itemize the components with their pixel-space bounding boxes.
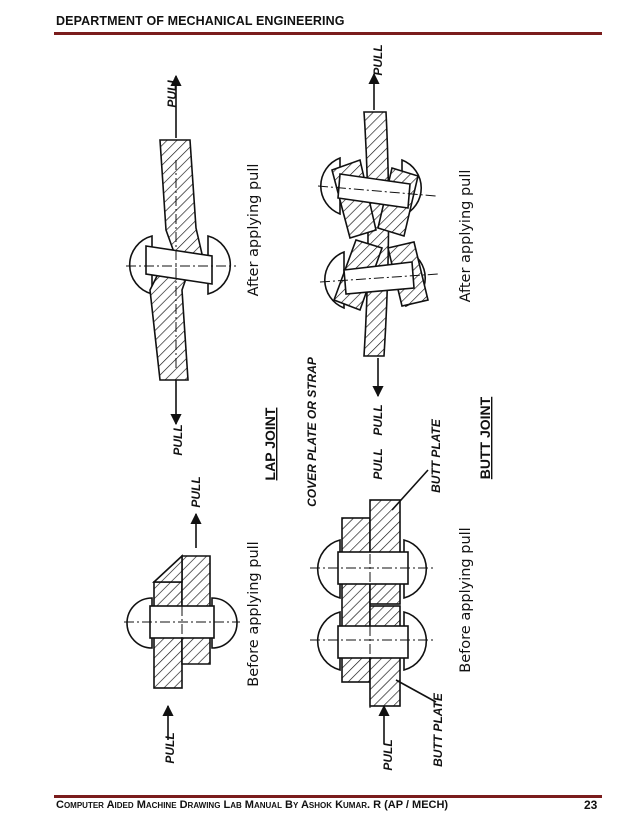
lap-before-pull-bottom-label: PULL [163,732,177,763]
lap-after-caption: After applying pull [246,164,262,297]
footer-title: Computer Aided Machine Drawing Lab Manua… [56,799,449,811]
butt-after-caption: After applying pull [458,170,474,303]
lap-before-caption: Before applying pull [246,541,262,686]
butt-before-caption: Before applying pull [458,527,474,672]
lap-joint-before-drawing [124,512,240,740]
lap-after-pull-top-label: PULL [165,76,179,107]
lap-joint-after-drawing [126,74,236,426]
footer-divider [54,795,602,798]
lap-joint-title: LAP JOINT [262,407,278,480]
lap-after-pull-bottom-label: PULL [171,424,185,455]
butt-before-pull-top-label: PULL [371,448,385,479]
butt-after-pull-bottom-label: PULL [371,404,385,435]
header-divider [54,32,602,35]
cover-plate-label: COVER PLATE OR STRAP [305,356,319,507]
butt-plate-top-label: BUTT PLATE [429,418,443,493]
page-number: 23 [584,798,598,812]
butt-joint-before-drawing [310,469,437,744]
butt-joint-title: BUTT JOINT [477,396,493,479]
butt-plate-bottom-label: BUTT PLATE [431,692,445,767]
page-header-title: DEPARTMENT OF MECHANICAL ENGINEERING [56,14,345,28]
butt-after-pull-top-label: PULL [371,44,385,75]
butt-joint-after-drawing [317,72,439,398]
lap-before-pull-top-label: PULL [189,476,203,507]
butt-before-pull-bottom-label: PULL [381,739,395,770]
